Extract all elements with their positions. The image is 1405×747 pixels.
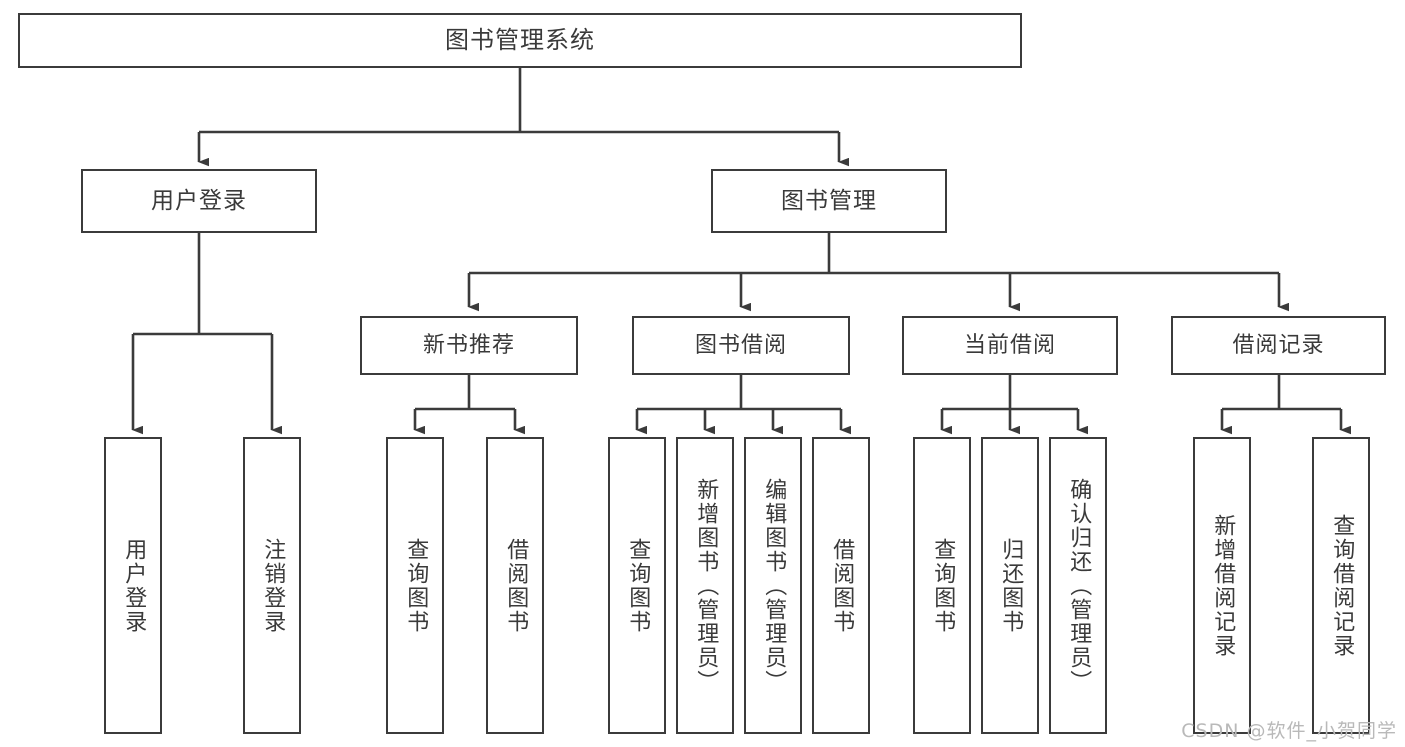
- leaf-logout-label: 注销登录: [260, 537, 286, 634]
- node-current-borrow-label: 当前借阅: [963, 332, 1056, 358]
- leaf-query-book-current-label: 查询图书: [930, 537, 956, 634]
- node-borrow-record[interactable]: 借阅记录: [1171, 316, 1386, 375]
- leaf-query-book-recommend[interactable]: 查询图书: [386, 437, 444, 734]
- leaf-logout[interactable]: 注销登录: [243, 437, 301, 734]
- node-root[interactable]: 图书管理系统: [18, 13, 1022, 68]
- leaf-query-book-recommend-label: 查询图书: [403, 537, 429, 634]
- leaf-query-borrow-record-label: 查询借阅记录: [1329, 513, 1355, 658]
- leaf-edit-book-admin-label: 编辑图书（管理员）: [761, 477, 787, 694]
- leaf-borrow-book[interactable]: 借阅图书: [812, 437, 870, 734]
- leaf-return-book-label: 归还图书: [998, 537, 1024, 634]
- node-current-borrow[interactable]: 当前借阅: [902, 316, 1118, 375]
- leaf-user-login[interactable]: 用户登录: [104, 437, 162, 734]
- node-book-borrow-label: 图书借阅: [694, 332, 787, 358]
- node-user-login-label: 用户登录: [151, 187, 247, 214]
- leaf-confirm-return-admin-label: 确认归还（管理员）: [1066, 477, 1092, 694]
- node-book-management[interactable]: 图书管理: [711, 169, 947, 233]
- node-book-borrow[interactable]: 图书借阅: [632, 316, 850, 375]
- watermark: CSDN @软件_小贺同学: [1181, 720, 1397, 742]
- leaf-query-borrow-record[interactable]: 查询借阅记录: [1312, 437, 1370, 734]
- node-root-label: 图书管理系统: [445, 25, 595, 54]
- leaf-query-book-current[interactable]: 查询图书: [913, 437, 971, 734]
- leaf-confirm-return-admin[interactable]: 确认归还（管理员）: [1049, 437, 1107, 734]
- leaf-query-book-borrow-label: 查询图书: [625, 537, 651, 634]
- leaf-edit-book-admin[interactable]: 编辑图书（管理员）: [744, 437, 802, 734]
- leaf-add-borrow-record[interactable]: 新增借阅记录: [1193, 437, 1251, 734]
- leaf-borrow-book-recommend[interactable]: 借阅图书: [486, 437, 544, 734]
- leaf-return-book[interactable]: 归还图书: [981, 437, 1039, 734]
- leaf-query-book-borrow[interactable]: 查询图书: [608, 437, 666, 734]
- node-new-book-recommend-label: 新书推荐: [422, 332, 515, 358]
- leaf-borrow-book-recommend-label: 借阅图书: [503, 537, 529, 634]
- node-new-book-recommend[interactable]: 新书推荐: [360, 316, 578, 375]
- node-book-management-label: 图书管理: [781, 187, 877, 214]
- leaf-user-login-label: 用户登录: [121, 537, 147, 634]
- leaf-add-book-admin[interactable]: 新增图书（管理员）: [676, 437, 734, 734]
- leaf-borrow-book-label: 借阅图书: [829, 537, 855, 634]
- node-borrow-record-label: 借阅记录: [1232, 332, 1325, 358]
- leaf-add-borrow-record-label: 新增借阅记录: [1210, 513, 1236, 658]
- leaf-add-book-admin-label: 新增图书（管理员）: [693, 477, 719, 694]
- node-user-login[interactable]: 用户登录: [81, 169, 317, 233]
